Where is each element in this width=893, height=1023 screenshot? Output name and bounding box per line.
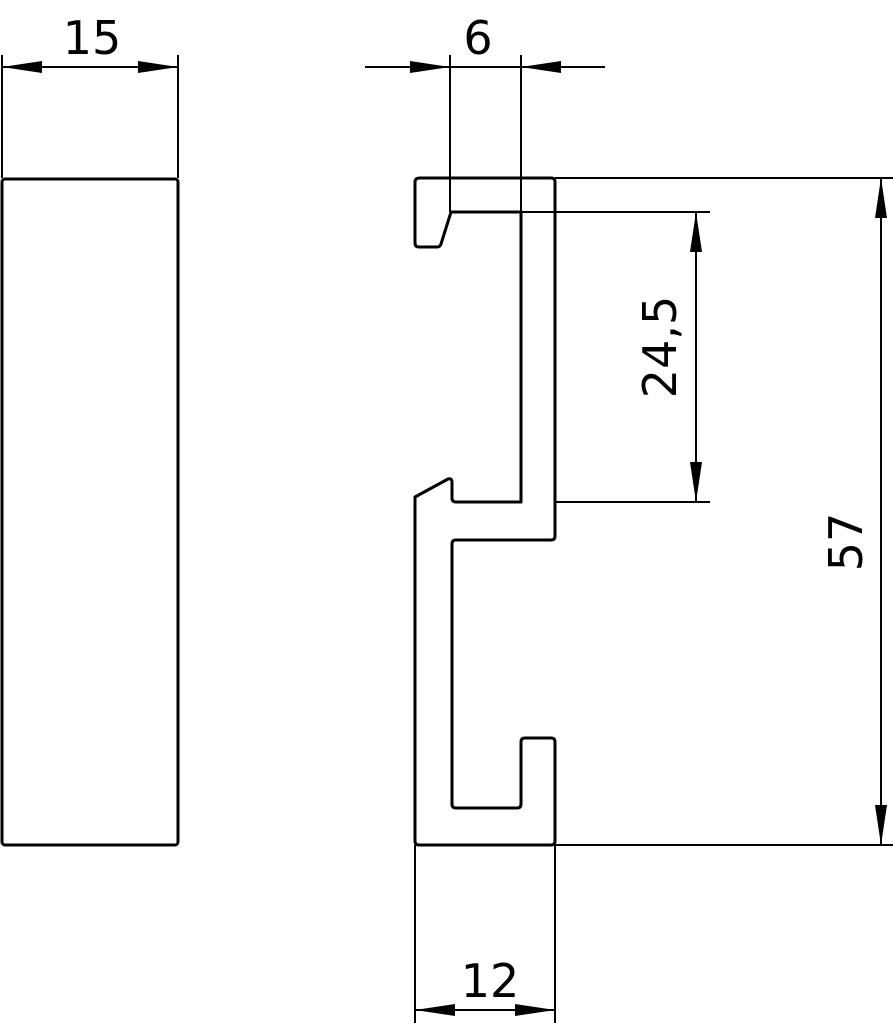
arrow-right-icon [138,61,178,73]
arrow-left-icon [415,1004,455,1016]
arrow-up-icon [875,178,887,218]
arrow-down-icon [690,462,702,502]
total-height-label: 57 [819,513,873,572]
side-width-label: 15 [63,11,122,65]
arrow-up-icon [690,212,702,252]
profile-width-label: 12 [461,954,520,1008]
profile-section: 6 24,5 57 12 [365,11,893,1023]
slot-width-label: 6 [463,11,492,65]
arrow-down-icon [875,805,887,845]
arrow-left-icon [521,61,561,73]
hook-height-label: 24,5 [633,296,687,398]
side-view-outline [0,177,180,847]
arrow-right-icon [515,1004,555,1016]
arrow-left-icon [2,61,42,73]
side-view: 15 [0,11,180,847]
profile-outline [413,176,557,847]
arrow-right-icon [410,61,450,73]
